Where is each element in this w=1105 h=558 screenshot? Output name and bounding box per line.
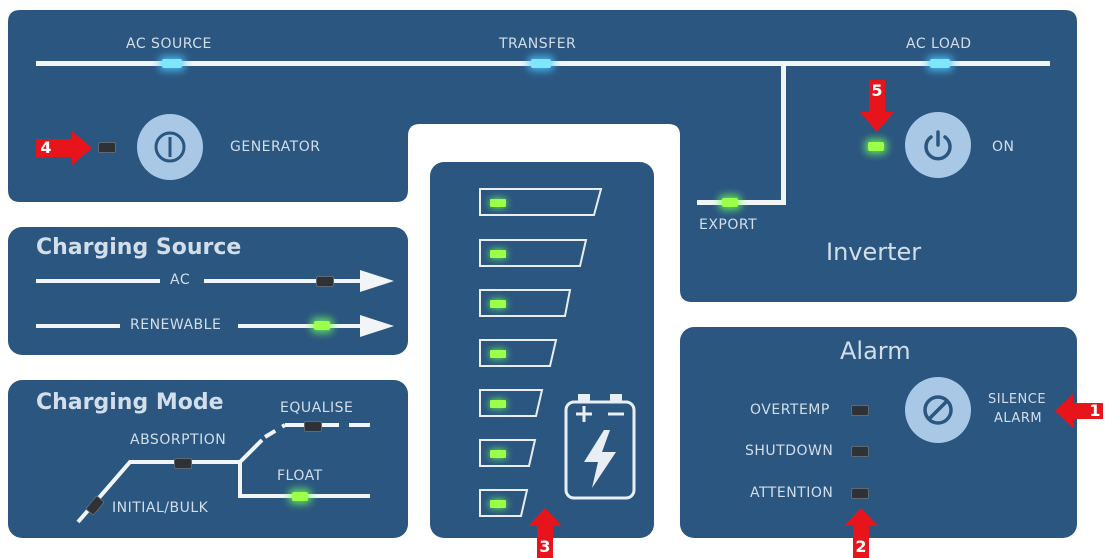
marker-5: 5	[871, 81, 883, 100]
arrow-icon	[360, 270, 394, 292]
alarm-title: Alarm	[840, 337, 911, 365]
ac-load-label: AC LOAD	[906, 36, 972, 52]
equalise-label: EQUALISE	[280, 400, 354, 416]
marker-1: 1	[1089, 401, 1101, 420]
export-led	[722, 198, 738, 207]
marker-2: 2	[855, 537, 867, 556]
ac-source-label: AC SOURCE	[126, 36, 212, 52]
transfer-led	[531, 59, 551, 68]
inverter-led	[868, 142, 884, 151]
export-line	[697, 200, 786, 205]
ac-line-right	[204, 279, 364, 283]
shutdown-led	[851, 446, 869, 457]
marker-4: 4	[40, 138, 52, 157]
ac-source-led	[162, 59, 182, 68]
marker-arrow-4	[36, 131, 92, 165]
float-label: FLOAT	[277, 468, 323, 484]
marker-arrow-5	[860, 80, 894, 132]
overtemp-label: OVERTEMP	[750, 402, 830, 418]
ac-source-charge-led	[316, 276, 334, 287]
transfer-label: TRANSFER	[499, 36, 577, 52]
marker-arrow-3	[528, 508, 562, 558]
ac-label: AC	[170, 272, 191, 288]
battery-bolt-icon	[564, 394, 636, 500]
charging-source-title: Charging Source	[36, 235, 242, 260]
power-icon	[924, 130, 952, 161]
marker-arrow-1	[1055, 394, 1103, 428]
renewable-label: RENEWABLE	[130, 317, 222, 333]
ac-load-led	[930, 59, 950, 68]
silence-label-line2: ALARM	[994, 411, 1043, 426]
initial-bulk-label: INITIAL/BULK	[112, 500, 209, 516]
export-label: EXPORT	[699, 217, 758, 233]
silence-label-line1: SILENCE	[988, 392, 1047, 407]
inverter-title: Inverter	[826, 238, 922, 266]
float-led	[292, 492, 308, 501]
equalise-led	[304, 421, 322, 432]
charging-mode-panel: Charging Mode	[8, 380, 408, 538]
ac-line-left	[36, 279, 160, 283]
generator-button[interactable]	[137, 114, 203, 180]
renewable-line-right	[238, 324, 364, 328]
generator-label: GENERATOR	[230, 139, 321, 155]
arrow-icon	[360, 315, 394, 337]
renewable-line-left	[36, 324, 120, 328]
charging-mode-title: Charging Mode	[36, 390, 224, 415]
attention-led	[851, 488, 869, 499]
silence-alarm-button[interactable]	[905, 377, 971, 443]
overtemp-led	[851, 405, 869, 416]
marker-3: 3	[539, 537, 551, 556]
no-entry-icon	[923, 395, 953, 425]
absorption-label: ABSORPTION	[130, 432, 227, 448]
on-label: ON	[992, 139, 1015, 155]
marker-arrow-2	[844, 508, 878, 558]
shutdown-label: SHUTDOWN	[745, 443, 834, 459]
renewable-led	[314, 321, 330, 330]
charging-source-panel: Charging Source	[8, 227, 408, 355]
inverter-on-button[interactable]	[905, 112, 971, 178]
absorption-led	[174, 458, 192, 469]
battery-panel	[430, 162, 654, 538]
generator-led	[98, 142, 116, 153]
alarm-panel: Alarm	[680, 327, 1077, 538]
power-icon	[154, 131, 186, 163]
export-drop-line	[781, 61, 786, 205]
attention-label: ATTENTION	[750, 485, 834, 501]
